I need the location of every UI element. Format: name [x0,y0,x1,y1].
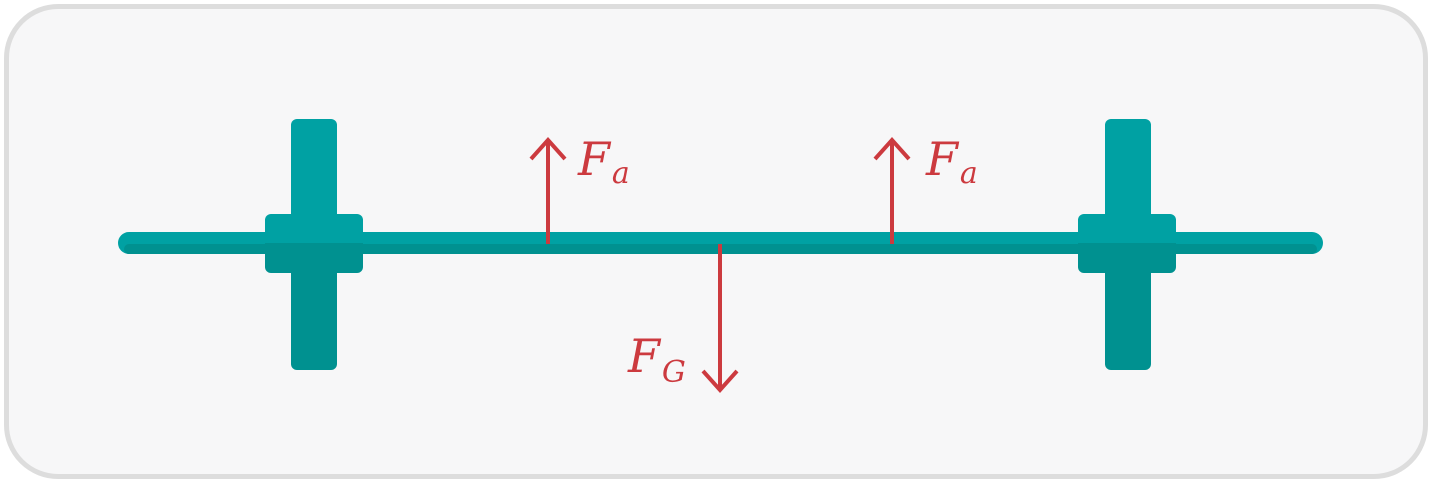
right-lift-arrow [873,137,911,244]
left-lift-label: Fa [577,132,630,191]
right-weight-plate [1078,119,1176,370]
gravity-arrow [701,244,739,393]
right-lift-label: Fa [925,132,978,191]
gravity-label: FG [627,329,686,390]
left-lift-arrow [529,137,567,244]
left-weight-plate [265,119,363,370]
